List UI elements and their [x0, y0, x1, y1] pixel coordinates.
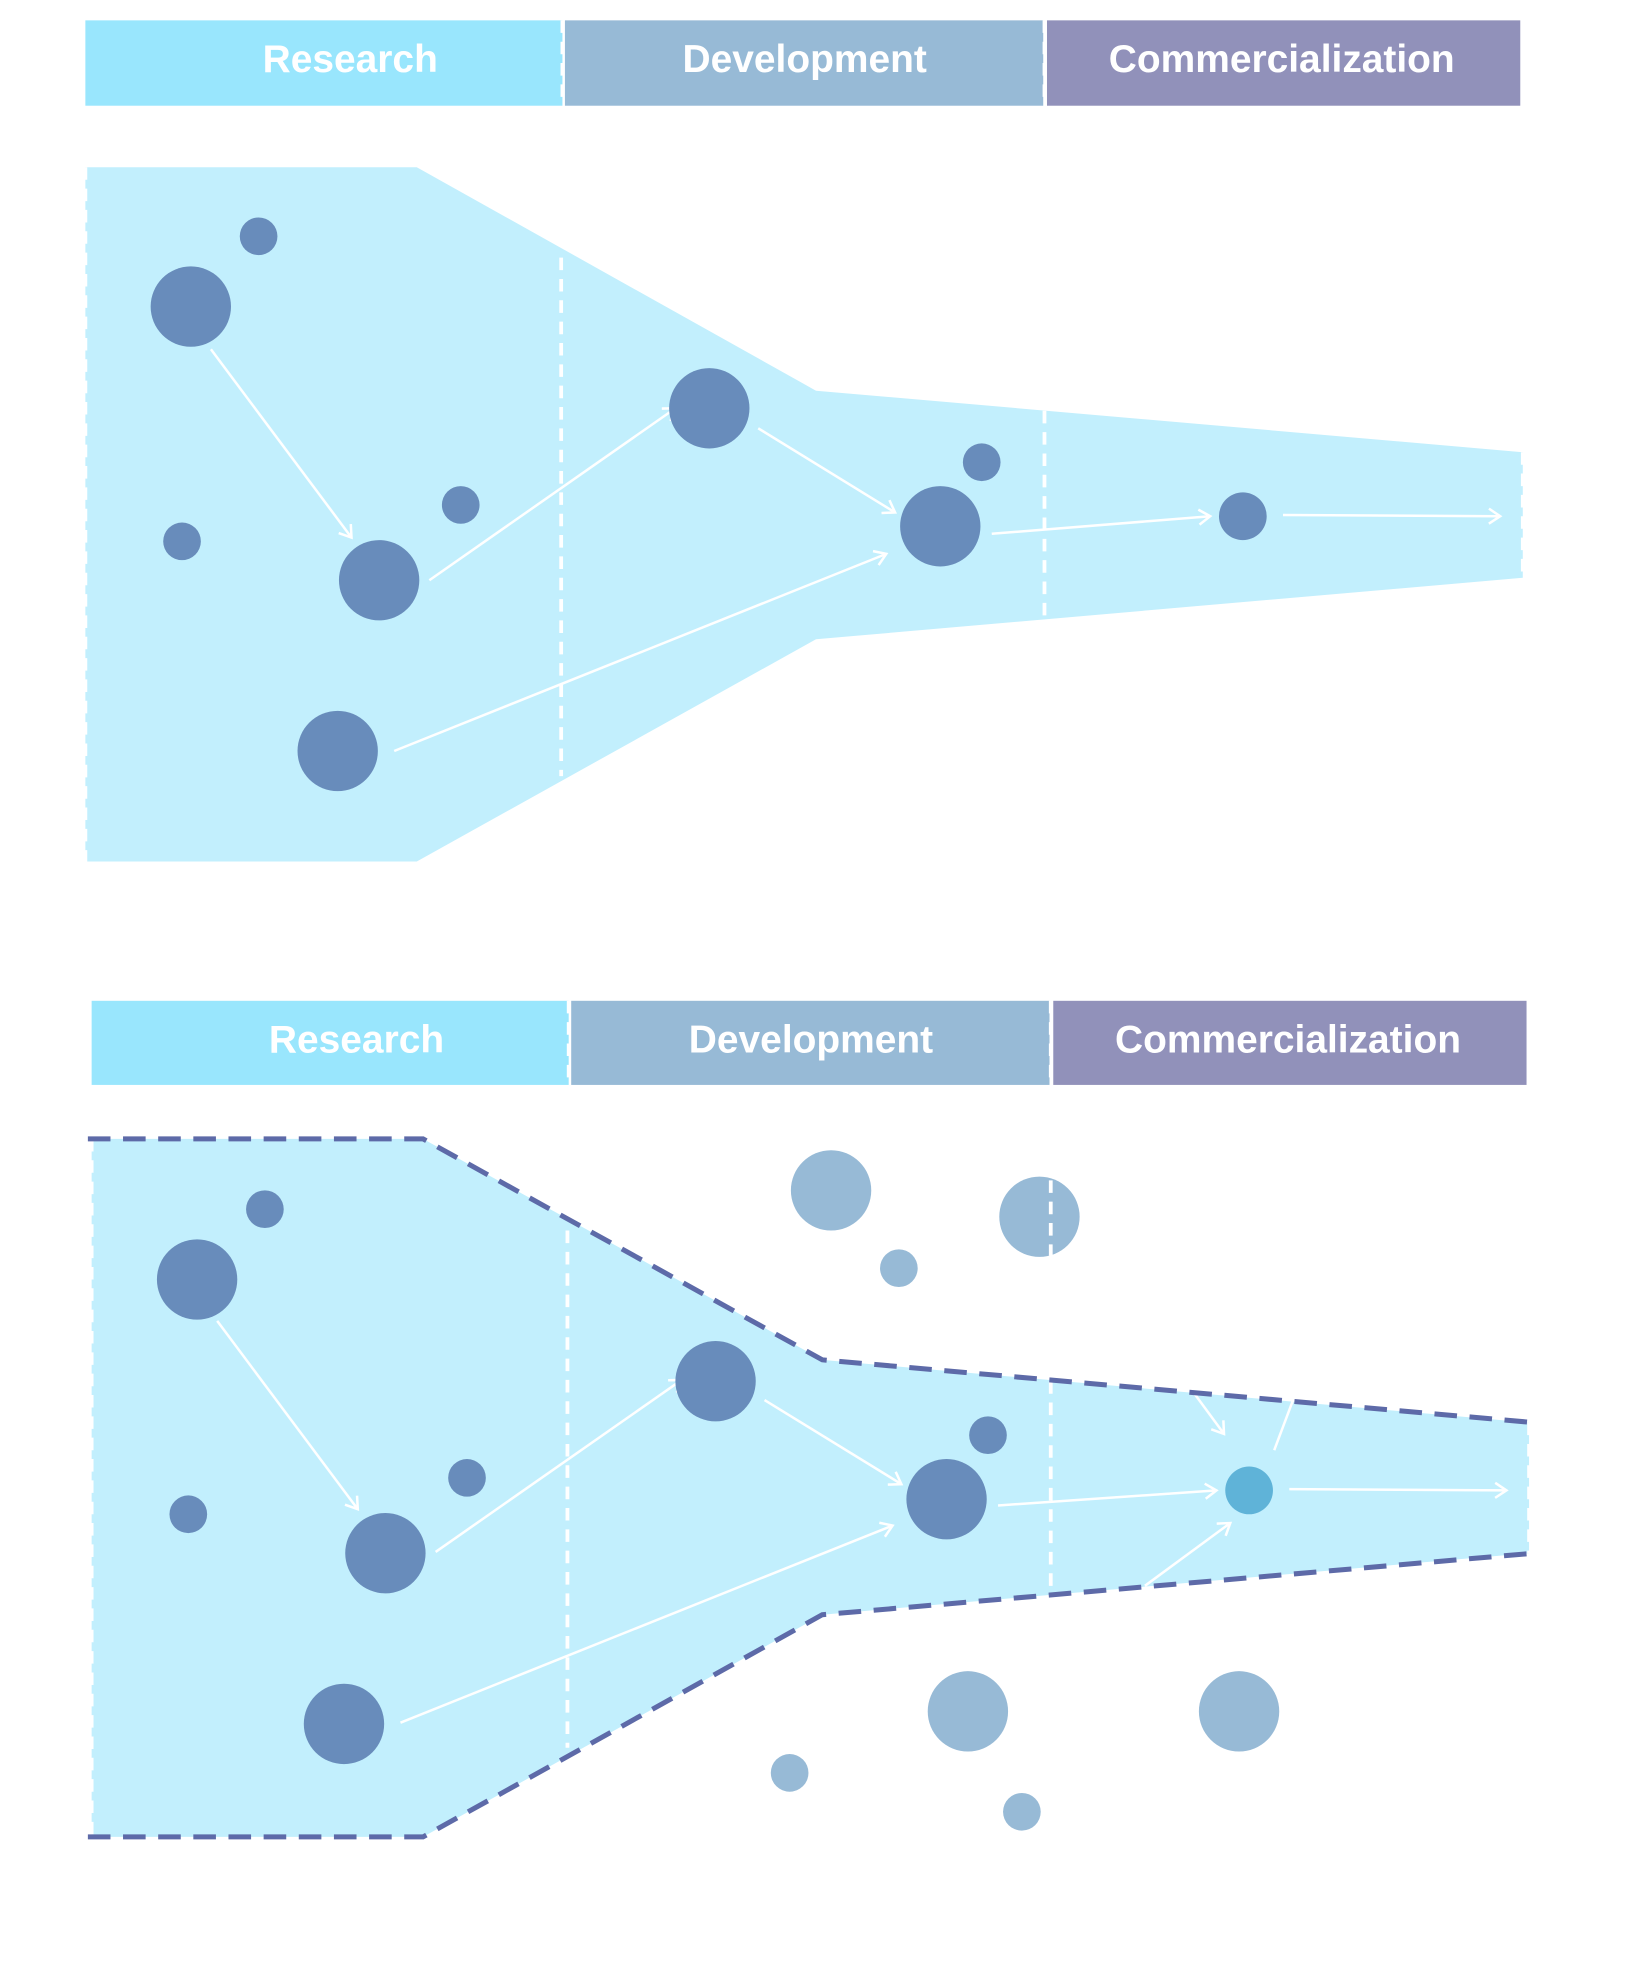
project-node [239, 217, 278, 256]
project-node [1218, 492, 1267, 541]
project-node [246, 1190, 284, 1229]
external-nodes [770, 1150, 1280, 1831]
project-node [675, 1341, 756, 1422]
arrow [209, 348, 353, 540]
project-node [297, 710, 378, 792]
phase-commercialization [1046, 20, 1521, 106]
project-node [156, 1239, 238, 1320]
external-node [927, 1671, 1009, 1752]
project-node [969, 1416, 1007, 1455]
project-node [163, 522, 201, 561]
project-node [303, 1683, 385, 1765]
phase-development [564, 20, 1044, 106]
outbound-line [1273, 1399, 1295, 1451]
phase-label: Commercialization [1115, 1019, 1461, 1062]
external-node [880, 1249, 918, 1288]
arrow [216, 1320, 360, 1512]
arrow [393, 549, 889, 753]
phase-label: Commercialization [1109, 38, 1455, 81]
project-node [345, 1513, 426, 1594]
arrow [1289, 1481, 1509, 1499]
project-node [338, 540, 420, 621]
inbound-arrow [1144, 1521, 1233, 1587]
phase-header: Research Development Commercialization [85, 20, 1521, 106]
phase-label: Research [263, 38, 438, 81]
project-node [669, 368, 750, 449]
phase-commercialization [1053, 1000, 1527, 1085]
phase-label: Development [689, 1019, 933, 1062]
arrow [434, 1378, 684, 1553]
phase-label: Research [269, 1019, 444, 1062]
funnel-shape [91, 1138, 1530, 1837]
external-node [999, 1176, 1080, 1257]
funnel-shape [85, 167, 1523, 862]
arrow [757, 427, 898, 515]
project-node [900, 486, 981, 567]
external-node [1198, 1671, 1280, 1752]
funnel-boundary-bottom [87, 1550, 1535, 1840]
flow-arrows [209, 348, 1503, 753]
arrow [991, 508, 1213, 536]
arrow [400, 1521, 895, 1724]
project-node [150, 266, 231, 347]
arrow [1282, 507, 1503, 525]
project-node [441, 486, 480, 524]
project-node [962, 443, 1001, 482]
arrow [997, 1482, 1219, 1507]
phase-development [571, 1000, 1050, 1085]
external-node [790, 1150, 872, 1231]
project-nodes [150, 217, 1267, 792]
project-nodes [156, 1190, 1273, 1765]
project-node [169, 1495, 208, 1534]
phase-research [85, 20, 563, 106]
phase-header: Research Development Commercialization [91, 1000, 1527, 1085]
phase-label: Development [683, 38, 927, 81]
project-node [906, 1459, 987, 1540]
funnel-boundary-top [87, 1136, 1535, 1426]
arrow [763, 1398, 904, 1486]
phase-research [91, 1000, 569, 1085]
arrow [428, 406, 678, 582]
closed-funnel-diagram: Research Development Commercialization [83, 20, 1525, 862]
external-node [1003, 1792, 1041, 1831]
highlighted-project-node [1225, 1466, 1273, 1515]
open-funnel-diagram: Research Development Commercialization [87, 1000, 1535, 1840]
external-node [770, 1754, 809, 1792]
project-node [448, 1459, 486, 1497]
flow-arrows [216, 1320, 1509, 1724]
inbound-arrow [1191, 1390, 1226, 1436]
